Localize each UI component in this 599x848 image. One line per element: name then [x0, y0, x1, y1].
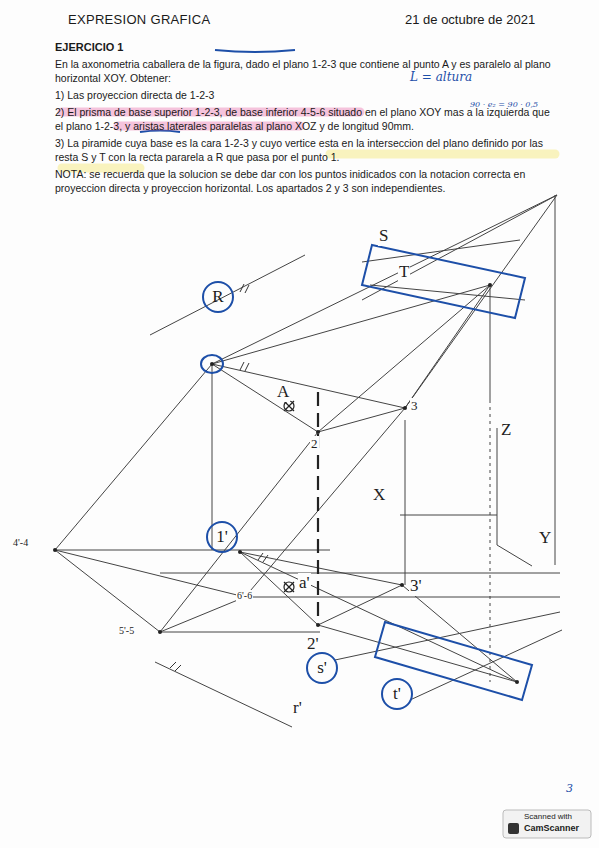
handwritten-note: 90 · e₂ = 90 · 0,5 [470, 100, 538, 109]
note-text: NOTA: se recuerda que la solucion se deb… [55, 167, 560, 195]
statement-column: EJERCICIO 1 En la axonometria caballera d… [55, 40, 560, 198]
point-label: 4'-4 [12, 537, 29, 548]
circled-text: R [212, 287, 223, 307]
point-label: T [398, 262, 410, 282]
question-item: 2) El prisma de base superior 1-2-3, de … [55, 105, 560, 133]
point-label: S [378, 226, 389, 246]
point-label: 3 [410, 398, 419, 414]
page-number: 3 [566, 782, 573, 795]
point-label: r' [292, 698, 303, 718]
point-label: 2 [310, 436, 319, 452]
circled-text: s' [317, 658, 327, 678]
axis-label: Y [538, 528, 552, 548]
circled-label: t' [381, 678, 413, 710]
point-label: 3' [409, 576, 423, 596]
axis-label: Z [500, 420, 512, 440]
point-label: 5'-5 [118, 625, 135, 636]
statement-text: En la axonometria caballera de la figura… [55, 57, 560, 85]
question-item: 3) La piramide cuya base es la cara 1-2-… [55, 136, 560, 164]
circled-text: 1' [216, 527, 228, 547]
circled-label: 1' [206, 521, 238, 553]
page-title: EXPRESION GRAFICA [68, 12, 210, 27]
circled-label: s' [306, 652, 338, 684]
circled-label: R [202, 281, 234, 313]
circled-text: t' [393, 684, 401, 704]
exam-date: 21 de octubre de 2021 [405, 12, 535, 27]
handwritten-note: L = altura [410, 70, 472, 84]
point-label: A [276, 382, 290, 402]
point-label: 6'-6 [236, 590, 253, 601]
exercise-heading: EJERCICIO 1 [55, 40, 560, 54]
scanner-watermark: CamScanner [524, 823, 579, 833]
point-label: 2' [306, 634, 320, 654]
question-item: 1) Las proyeccion directa de 1-2-3 [55, 88, 560, 102]
axis-label: X [372, 485, 386, 505]
scanner-watermark: Scanned with [524, 812, 572, 821]
point-label: a' [298, 573, 311, 593]
